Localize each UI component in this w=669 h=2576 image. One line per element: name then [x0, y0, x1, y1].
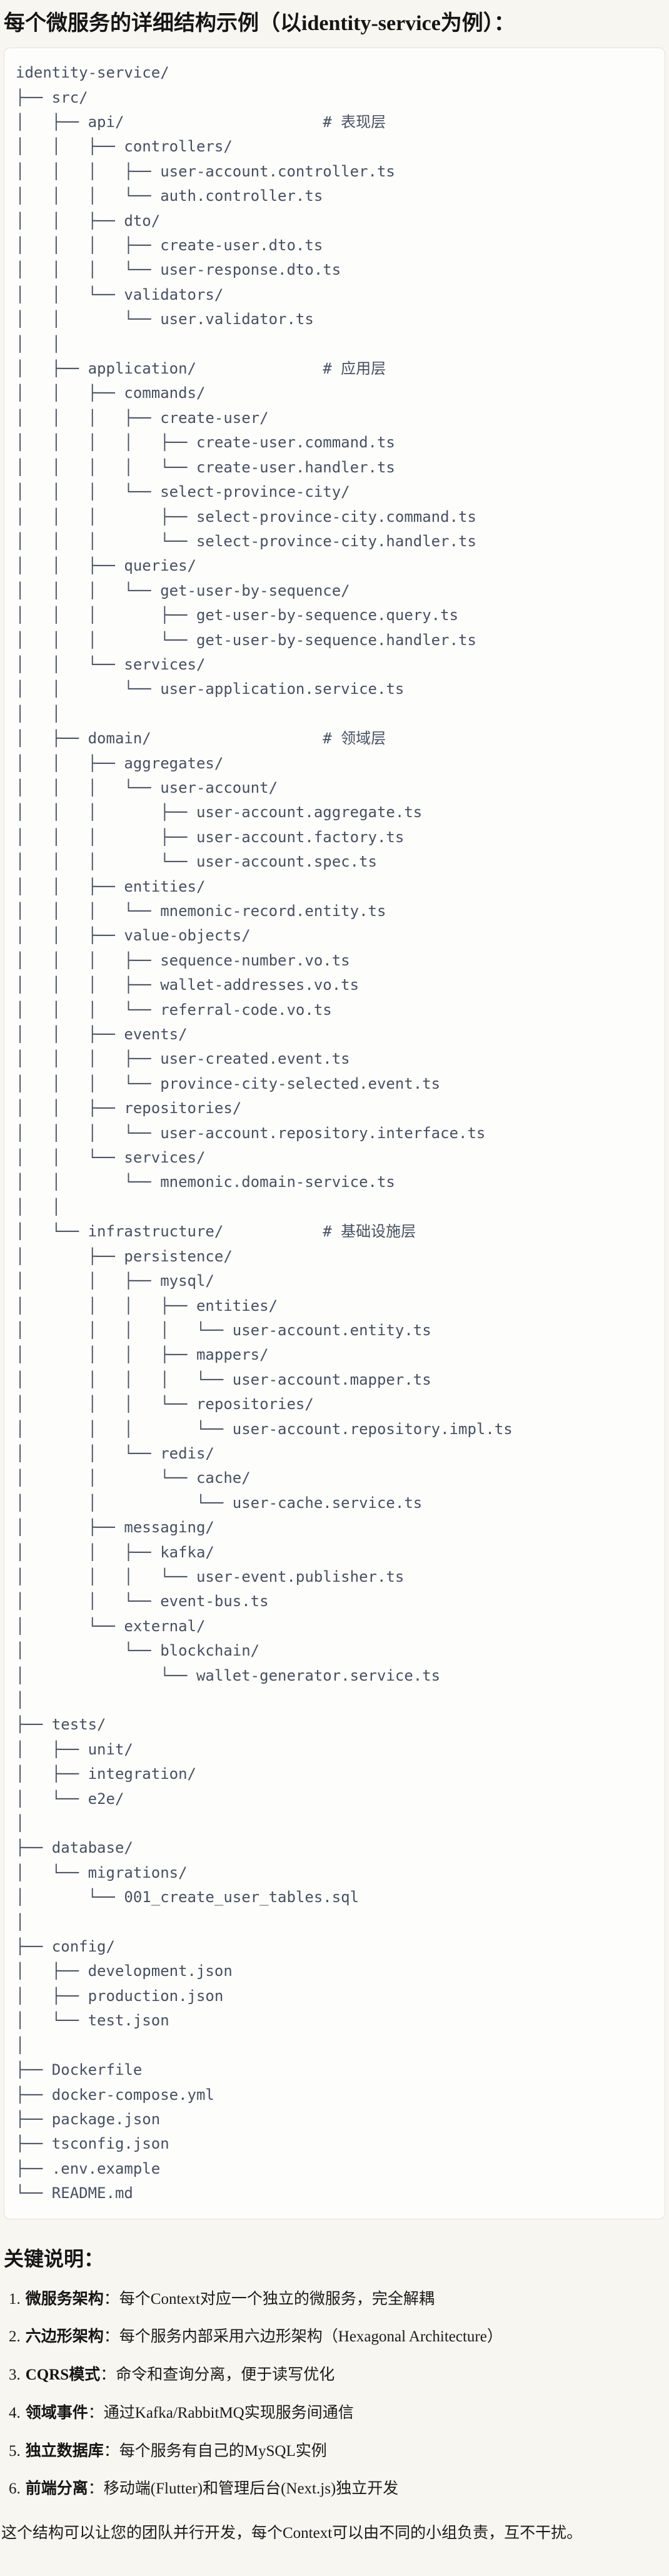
note-term: 前端分离 — [25, 2480, 88, 2498]
note-term: 微服务架构 — [25, 2290, 104, 2308]
closing-paragraph: 这个结构可以让您的团队并行开发，每个Context可以由不同的小组负责，互不干扰… — [1, 2525, 583, 2542]
note-desc: ：移动端(Flutter)和管理后台(Next.js)独立开发 — [88, 2480, 399, 2498]
notes-list: 1.微服务架构：每个Context对应一个独立的微服务，完全解耦 2.六边形架构… — [0, 2289, 669, 2500]
note-item-cqrs: 3.CQRS模式：命令和查询分离，便于读写优化 — [4, 2365, 665, 2386]
notes-heading: 关键说明： — [4, 2247, 104, 2270]
note-number: 2. — [9, 2328, 21, 2346]
directory-tree: identity-service/ ├── src/ │ ├── api/ # … — [16, 64, 513, 2202]
note-term: 领域事件 — [25, 2404, 88, 2421]
note-number: 1. — [9, 2290, 21, 2308]
note-term: CQRS模式 — [25, 2366, 101, 2384]
note-number: 4. — [9, 2404, 21, 2421]
note-term: 六边形架构 — [25, 2328, 104, 2346]
note-item-independent-db: 5.独立数据库：每个服务有自己的MySQL实例 — [4, 2441, 665, 2462]
note-term: 独立数据库 — [25, 2442, 104, 2460]
note-item-frontend-separation: 6.前端分离：移动端(Flutter)和管理后台(Next.js)独立开发 — [4, 2478, 665, 2500]
note-desc: ：每个服务内部采用六边形架构（Hexagonal Architecture） — [103, 2328, 503, 2346]
note-number: 5. — [9, 2442, 21, 2460]
note-item-domain-events: 4.领域事件：通过Kafka/RabbitMQ实现服务间通信 — [4, 2403, 665, 2424]
note-desc: ：每个Context对应一个独立的微服务，完全解耦 — [103, 2290, 435, 2308]
note-item-hexagonal: 2.六边形架构：每个服务内部采用六边形架构（Hexagonal Architec… — [4, 2326, 665, 2348]
page-title: 每个微服务的详细结构示例（以identity-service为例）： — [4, 12, 515, 35]
note-desc: ：每个服务有自己的MySQL实例 — [103, 2442, 327, 2460]
note-desc: ：通过Kafka/RabbitMQ实现服务间通信 — [88, 2404, 354, 2421]
note-item-microservice: 1.微服务架构：每个Context对应一个独立的微服务，完全解耦 — [4, 2289, 665, 2310]
note-desc: ：命令和查询分离，便于读写优化 — [100, 2366, 335, 2384]
directory-tree-block: identity-service/ ├── src/ │ ├── api/ # … — [4, 48, 665, 2219]
note-number: 6. — [9, 2480, 21, 2498]
note-number: 3. — [9, 2366, 21, 2384]
